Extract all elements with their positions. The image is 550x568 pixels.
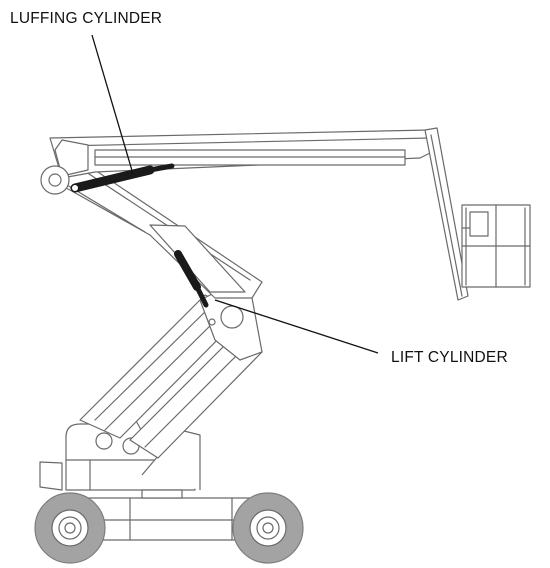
luffing-cylinder bbox=[70, 163, 175, 193]
lift-cylinder bbox=[174, 250, 209, 308]
jib-boom bbox=[40, 129, 437, 195]
upper-boom bbox=[49, 159, 263, 299]
rear-wheel bbox=[34, 492, 106, 564]
main-knuckle bbox=[199, 282, 263, 361]
lower-boom bbox=[79, 294, 263, 459]
luffing-cylinder-label: LUFFING CYLINDER bbox=[10, 10, 163, 27]
platform-arm bbox=[424, 127, 469, 301]
lift-cylinder-leader-line bbox=[214, 299, 379, 354]
lift-cylinder-label: LIFT CYLINDER bbox=[391, 349, 508, 366]
luffing-cylinder-leader-line bbox=[91, 34, 134, 175]
platform-basket bbox=[461, 204, 531, 288]
front-wheel bbox=[232, 492, 304, 564]
